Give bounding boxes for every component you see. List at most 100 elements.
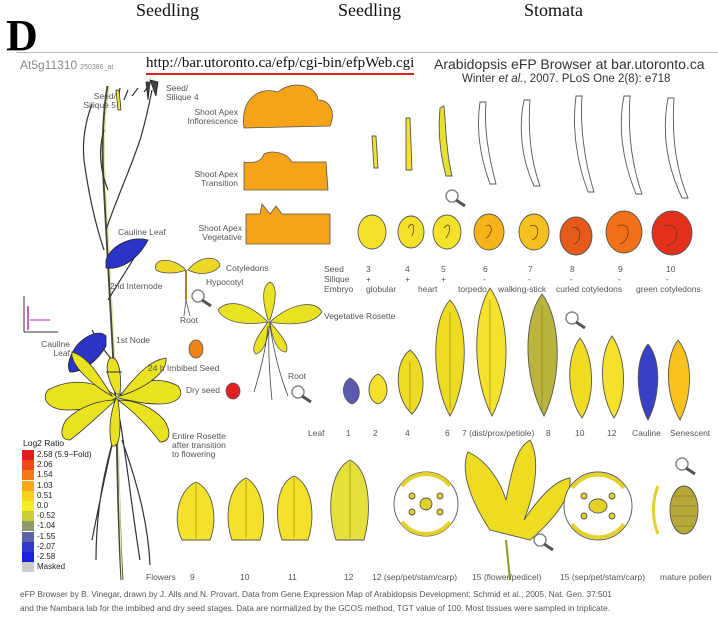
label-shoot-apex-transition: Shoot Apex Transition [176,170,238,188]
legend-entry: -0.52 [22,511,55,521]
leaf-label: Cauline [632,428,661,438]
footer-line-2: and the Nambara lab for the imbibed and … [20,603,610,613]
embryo-stage: curled cotyledons [556,284,622,294]
magnifier-icon-leaves[interactable] [566,312,585,328]
flower-label: 10 [240,572,252,582]
flower-label: 12 (sep/pet/stam/carp) [372,572,457,582]
label-1st-node: 1st Node [116,336,150,345]
seed-stage: 10 [666,264,680,274]
legend-swatch [22,481,34,491]
mature-plant [83,84,152,580]
legend-label: -2.07 [37,542,55,551]
legend-entry: 2.06 [22,460,53,470]
flower-label: 15 (sep/pet/stam/carp) [560,572,645,582]
magnifier-icon-siliques[interactable] [446,190,465,206]
dry-seed [226,383,240,399]
seed-stage: 6 [483,264,495,274]
legend-entry: 0.51 [22,491,53,501]
flower-row-title: Flowers [146,572,176,582]
mini-plot [24,296,58,332]
legend-label: 1.03 [37,481,53,490]
magnifier-icon-pollen[interactable] [676,458,695,474]
label-cauline-leaf-top: Cauline Leaf [118,228,166,237]
label-vegetative-rosette: Vegetative Rosette [324,312,395,321]
label-imbibed-seed: 24 h Imbibed Seed [148,364,219,373]
label-root-rosette: Root [288,372,306,381]
silique-row-title: Silique [324,274,350,284]
label-shoot-apex-vegetative: Shoot Apex Vegetative [176,224,242,242]
legend-swatch [22,460,34,470]
legend-label: -1.04 [37,521,55,530]
legend-entry: 1.54 [22,470,53,480]
legend-swatch [22,501,34,511]
legend-label: 1.54 [37,470,53,479]
silique-flag: + [405,274,417,284]
shoot-apex-transition [244,152,328,190]
flower-label: 15 (flower/pedicel) [472,572,541,582]
seed-stage: 8 [570,264,582,274]
silique-flag: - [570,274,582,284]
silique-flag: - [483,274,495,284]
embryo-stage: heart [418,284,437,294]
imbibed-seed [189,340,203,358]
leaf-label: 6 [445,428,455,438]
embryo-stage: globular [366,284,396,294]
legend-swatch [22,450,34,460]
label-entire-rosette: Entire Rosette after transition to flowe… [172,432,226,459]
leaf-label: 4 [405,428,415,438]
silique-flag: - [528,274,540,284]
legend-label: -0.52 [37,511,55,520]
legend-swatch [22,532,34,542]
flowers-row [177,440,698,580]
magnifier-icon-flower[interactable] [534,534,553,550]
embryo-stage: walking-stick [498,284,546,294]
flower-label: mature pollen [660,572,712,582]
seedling [155,258,220,316]
flower-label: 9 [190,572,202,582]
leaves-row [343,288,689,420]
legend-entry: 2.58 (5.9−Fold) [22,450,91,460]
legend-label: 0.0 [37,501,48,510]
legend-entry: Masked [22,562,65,572]
label-root-seedling: Root [180,316,198,325]
seeds-row [358,211,692,255]
legend-entry: -2.58 [22,552,55,562]
legend-label: 2.06 [37,460,53,469]
leaf-label: 10 [575,428,587,438]
leaf-label: Senescent [670,428,710,438]
legend-label: 0.51 [37,491,53,500]
label-cauline-leaf-bottom: Cauline Leaf [30,340,70,358]
leaf-label: 7 (dist/prox/petiole) [462,428,534,438]
seed-stage: 3 [366,264,378,274]
legend-swatch [22,562,34,572]
legend-entry: 0.0 [22,501,48,511]
label-seed-silique-4: Seed/ Silique 4 [166,84,199,102]
shoot-apex-inflorescence [243,85,332,128]
leaf-label: 1 [346,428,356,438]
silique-flag: - [618,274,630,284]
label-cotyledons: Cotyledons [226,264,269,273]
leaf-row-title: Leaf [308,428,325,438]
magnifier-icon-apex[interactable] [192,290,211,306]
flower-label: 12 [344,572,356,582]
embryo-stage: torpedo [458,284,487,294]
cauline-leaf-top [106,239,148,268]
legend-label: Masked [37,562,65,571]
legend-title: Log2 Ratio [23,438,64,448]
legend-label: -1.55 [37,532,55,541]
silique-5 [116,90,121,110]
embryo-row-title: Embryo [324,284,353,294]
silique-flag: + [366,274,378,284]
label-seed-silique-5: Seed/ Silique 5 [70,92,116,110]
flower-label: 11 [288,572,300,582]
legend-swatch [22,491,34,501]
legend-swatch [22,521,34,531]
leaf-label: 2 [373,428,383,438]
legend-swatch [22,552,34,562]
seed-row-title: Seed [324,264,344,274]
magnifier-icon-rosette[interactable] [292,386,311,402]
silique-flag: + [441,274,453,284]
vegetative-rosette [218,282,322,400]
embryo-stage: green cotyledons [636,284,701,294]
legend-swatch [22,542,34,552]
